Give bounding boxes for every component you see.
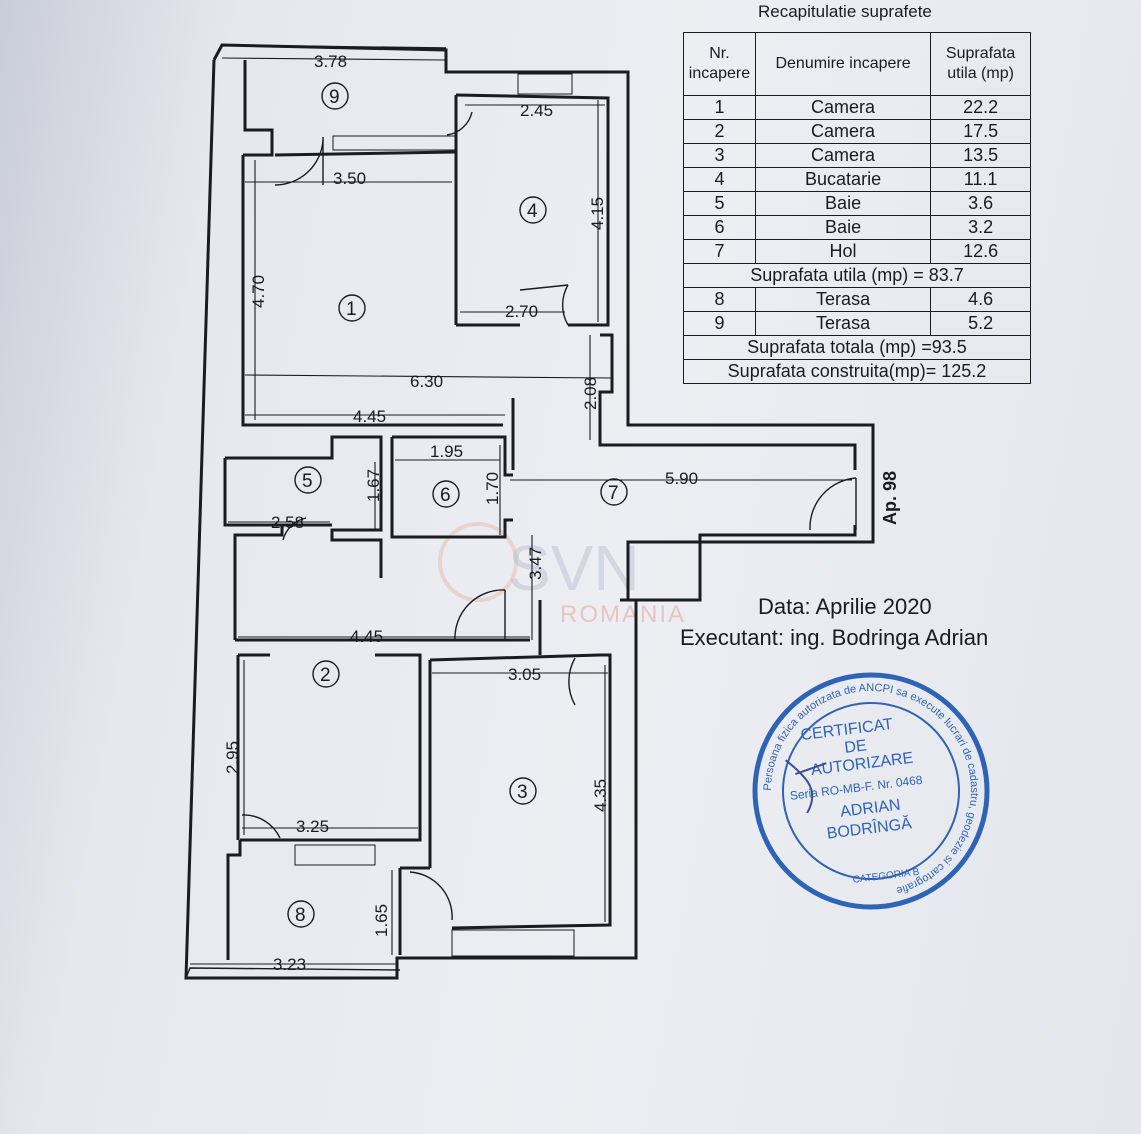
stamp-line2: DE <box>844 737 868 757</box>
table-header-row: Nr. incapere Denumire incapere Suprafata… <box>683 32 1031 96</box>
dim-258: 2.58 <box>271 513 304 532</box>
cell-name: Bucatarie <box>754 167 932 192</box>
room-4-number: 4 <box>527 201 538 222</box>
watermark-sub: ROMANIA <box>560 601 686 628</box>
room-6-number: 6 <box>440 485 451 506</box>
signature-mark <box>784 759 827 814</box>
cell-nr: 9 <box>683 311 756 336</box>
cell-nr: 3 <box>683 143 756 168</box>
cell-area: 17.5 <box>930 119 1031 144</box>
cell-name: Terasa <box>754 287 932 312</box>
apartment-label: Ap. 98 <box>880 471 900 525</box>
room-5-number: 5 <box>302 471 313 492</box>
stamp-name2: BODRÎNGĂ <box>826 813 913 842</box>
useful-total-row: Suprafata utila (mp) = 83.7 <box>683 263 1031 288</box>
watermark: SVN ROMANIA <box>438 522 686 628</box>
total-area: Suprafata totala (mp) =93.5 <box>683 335 1031 360</box>
cell-name: Terasa <box>754 311 932 336</box>
cell-nr: 6 <box>683 215 756 240</box>
cell-name: Camera <box>754 143 932 168</box>
cell-area: 3.2 <box>930 215 1031 240</box>
dim-170: 1.70 <box>483 472 502 505</box>
room-1-number: 1 <box>346 299 357 320</box>
dimension-labels: 3.78 2.45 3.50 4.15 4.70 2.70 6.30 2.08 … <box>223 52 698 974</box>
table-title: Recapitulatie suprafete <box>758 2 932 21</box>
built-row: Suprafata construita(mp)= 125.2 <box>683 359 1031 384</box>
cell-nr: 1 <box>683 95 756 120</box>
stamp-series: Seria RO-MB-F. Nr. 0468 <box>789 773 923 803</box>
dimension-lines <box>190 57 852 965</box>
dim-323: 3.23 <box>273 955 306 974</box>
cell-nr: 7 <box>683 239 756 264</box>
room-9-number: 9 <box>329 87 340 108</box>
dim-347: 3.47 <box>526 547 545 580</box>
header-name: Denumire incapere <box>754 32 932 96</box>
area-summary-table: Nr. incapere Denumire incapere Suprafata… <box>683 32 1031 384</box>
cell-area: 5.2 <box>930 311 1031 336</box>
dim-590: 5.90 <box>665 469 698 488</box>
dim-325: 3.25 <box>296 817 329 836</box>
room-3-number: 3 <box>517 782 528 803</box>
cell-area: 3.6 <box>930 191 1031 216</box>
dim-305: 3.05 <box>508 665 541 684</box>
dim-245: 2.45 <box>520 101 553 120</box>
cell-area: 13.5 <box>930 143 1031 168</box>
watermark-brand: SVN <box>508 532 640 604</box>
dim-165: 1.65 <box>372 904 391 937</box>
cell-nr: 2 <box>683 119 756 144</box>
room-2-number: 2 <box>320 665 331 686</box>
cell-name: Baie <box>754 191 932 216</box>
total-row: Suprafata totala (mp) =93.5 <box>683 335 1031 360</box>
dim-350: 3.50 <box>333 169 366 188</box>
dim-270: 2.70 <box>505 302 538 321</box>
dim-208: 2.08 <box>581 377 600 410</box>
cell-area: 4.6 <box>930 287 1031 312</box>
dim-167: 1.67 <box>364 469 383 502</box>
cell-name: Camera <box>754 119 932 144</box>
dim-445-mid: 4.45 <box>350 627 383 646</box>
dim-195: 1.95 <box>430 442 463 461</box>
cell-name: Camera <box>754 95 932 120</box>
date-line: Data: Aprilie 2020 <box>758 594 932 619</box>
room-7-number: 7 <box>608 483 619 504</box>
header-area: Suprafata utila (mp) <box>930 32 1031 96</box>
cell-name: Baie <box>754 215 932 240</box>
cell-name: Hol <box>754 239 932 264</box>
room-8-number: 8 <box>295 905 306 926</box>
dim-378: 3.78 <box>314 52 347 71</box>
cell-nr: 4 <box>683 167 756 192</box>
executant-line: Executant: ing. Bodringa Adrian <box>680 625 989 650</box>
room-numbers: 9 4 1 5 6 7 2 3 8 <box>287 82 628 928</box>
cell-area: 12.6 <box>930 239 1031 264</box>
dim-295: 2.95 <box>223 741 242 774</box>
dim-630: 6.30 <box>410 372 443 391</box>
dim-415: 4.15 <box>588 197 607 230</box>
doors <box>241 111 857 921</box>
built-area: Suprafata construita(mp)= 125.2 <box>683 359 1031 384</box>
header-nr: Nr. incapere <box>683 32 756 96</box>
authorization-stamp: Persoana fizica autorizata de ANCPI sa e… <box>750 669 992 911</box>
cell-area: 22.2 <box>930 95 1031 120</box>
cell-nr: 8 <box>683 287 756 312</box>
dim-470: 4.70 <box>249 275 268 308</box>
cell-area: 11.1 <box>930 167 1031 192</box>
dim-435: 4.35 <box>591 779 610 812</box>
dim-445-top: 4.45 <box>353 407 386 426</box>
cell-nr: 5 <box>683 191 756 216</box>
walls <box>184 43 875 980</box>
useful-total: Suprafata utila (mp) = 83.7 <box>683 263 1031 288</box>
